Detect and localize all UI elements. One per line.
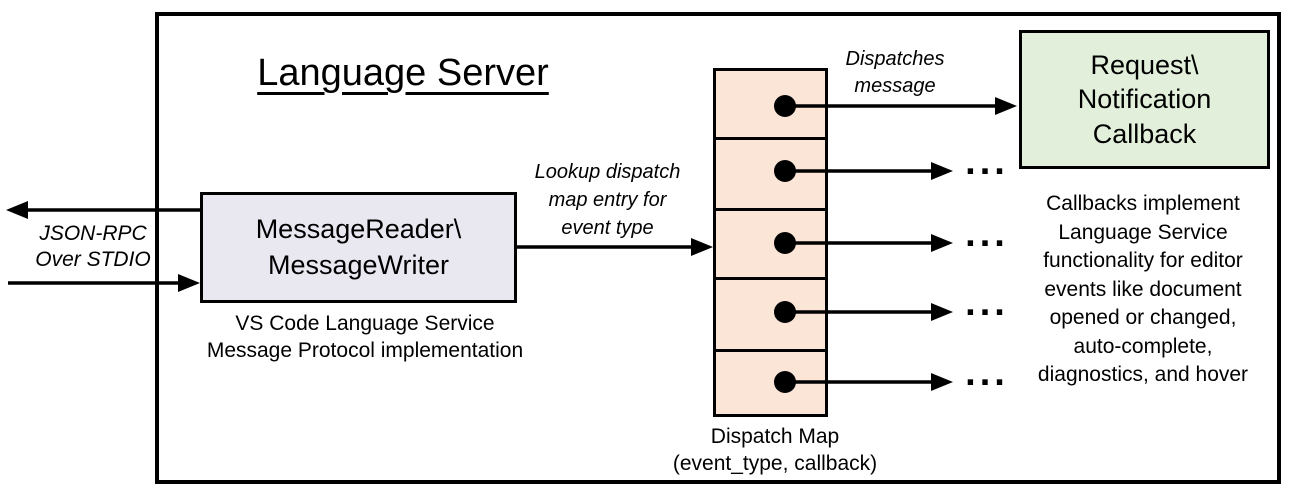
lookup-dispatch-label: Lookup dispatch map entry for event type bbox=[520, 158, 695, 242]
dispatches-message-label: Dispatches message bbox=[830, 46, 960, 100]
dispatch-map-caption-line2: (event_type, callback) bbox=[672, 452, 878, 476]
callback-box-line1: Request\ bbox=[1090, 49, 1199, 80]
callbacks-note-line4: events like document bbox=[1044, 277, 1242, 301]
request-notification-callback-box: Request\ Notification Callback bbox=[1019, 30, 1270, 169]
callbacks-note-line1: Callbacks implement bbox=[1046, 192, 1240, 215]
callbacks-note-line5: opened or changed, bbox=[1049, 306, 1237, 330]
callbacks-note: Callbacks implement Language Service fun… bbox=[1010, 190, 1276, 390]
message-reader-writer-box: MessageReader\ MessageWriter bbox=[200, 192, 517, 303]
dispatch-map-cell-divider bbox=[716, 277, 825, 280]
page-title: Language Server bbox=[257, 52, 549, 94]
callback-box-line2: Notification bbox=[1077, 84, 1212, 115]
dispatch-map-cell-divider bbox=[716, 137, 825, 140]
dispatch-map-caption: Dispatch Map (event_type, callback) bbox=[650, 423, 900, 478]
callbacks-note-line3: functionality for editor bbox=[1043, 249, 1243, 273]
message-box-caption-line2: Message Protocol implementation bbox=[206, 338, 524, 362]
dispatch-map-caption-line1: Dispatch Map bbox=[710, 425, 840, 448]
dispatch-map-table bbox=[713, 68, 828, 417]
callbacks-note-line7: diagnostics, and hover bbox=[1037, 363, 1249, 387]
lookup-label-line3: event type bbox=[561, 217, 654, 239]
dispatches-label-line1: Dispatches bbox=[845, 48, 945, 70]
callbacks-note-line2: Language Service bbox=[1058, 220, 1228, 244]
dispatch-map-cell-divider bbox=[716, 208, 825, 211]
message-writer-label: MessageWriter bbox=[267, 249, 450, 280]
callbacks-note-line6: auto-complete, bbox=[1073, 334, 1213, 358]
message-reader-label: MessageReader\ bbox=[255, 214, 462, 245]
message-box-caption: VS Code Language Service Message Protoco… bbox=[185, 311, 545, 365]
dispatches-label-line2: message bbox=[854, 75, 936, 97]
stdio-label-line1: JSON-RPC bbox=[39, 222, 147, 245]
callback-box-line3: Callback bbox=[1092, 118, 1197, 149]
lookup-label-line2: map entry for bbox=[548, 189, 667, 211]
lookup-label-line1: Lookup dispatch bbox=[534, 161, 681, 183]
stdio-label-line2: Over STDIO bbox=[35, 248, 151, 272]
stdio-label: JSON-RPC Over STDIO bbox=[18, 221, 168, 274]
dispatch-map-cell-divider bbox=[716, 349, 825, 352]
message-box-caption-line1: VS Code Language Service bbox=[235, 312, 495, 335]
